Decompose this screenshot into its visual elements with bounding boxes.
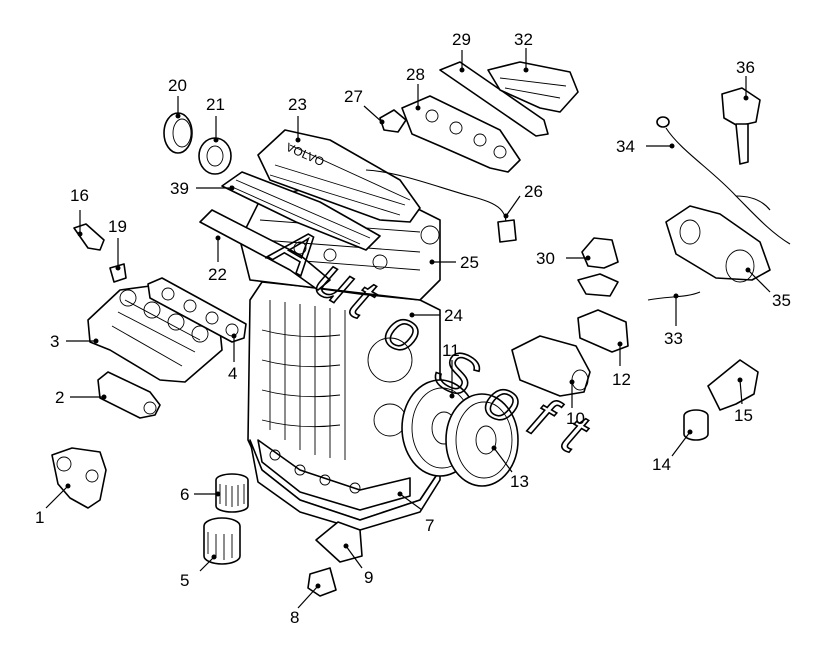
callout-22: 22: [208, 265, 227, 284]
callout-24: 24: [444, 306, 463, 325]
callout-8: 8: [290, 608, 299, 627]
callout-13: 13: [510, 472, 529, 491]
callout-9: 9: [364, 568, 373, 587]
callout-4: 4: [228, 364, 237, 383]
callout-23: 23: [288, 95, 307, 114]
engine-mount-15: [707, 359, 759, 411]
camshaft-cover: [221, 171, 381, 251]
pulley-21: [198, 137, 232, 175]
callout-33: 33: [664, 329, 683, 348]
callout-36: 36: [736, 58, 755, 77]
callout-numbers: 1 2 3 4 5 6 7 8 9 10 11 12 13 14 15 16 1…: [35, 30, 791, 627]
pulley-20: [163, 112, 193, 154]
air-pump: [665, 205, 771, 283]
valve-cover: VOLVO: [257, 129, 421, 223]
callout-19: 19: [108, 217, 127, 236]
intake-cover-strip: [199, 209, 331, 291]
callout-16: 16: [70, 186, 89, 205]
callout-12: 12: [612, 370, 631, 389]
mount-bracket-12: [577, 309, 629, 353]
callout-25: 25: [460, 253, 479, 272]
callout-2: 2: [55, 388, 64, 407]
intake-gasket: [147, 277, 247, 343]
callout-21: 21: [206, 95, 225, 114]
callout-1: 1: [35, 508, 44, 527]
clutch-disc: [445, 393, 519, 487]
callout-30: 30: [536, 249, 555, 268]
oil-filter-6: [215, 473, 249, 513]
callout-5: 5: [180, 571, 189, 590]
callout-20: 20: [168, 76, 187, 95]
engine-block: [247, 281, 441, 531]
intake-manifold: [87, 285, 223, 383]
callout-7: 7: [425, 516, 434, 535]
callout-28: 28: [406, 65, 425, 84]
callout-11: 11: [442, 341, 460, 360]
callout-6: 6: [180, 485, 189, 504]
plug-19: [109, 263, 127, 283]
throttle-body: [97, 371, 161, 419]
coolant-outlet-housing: [51, 447, 107, 509]
heat-shield-32: [487, 61, 579, 113]
leader-lines: [45, 48, 771, 609]
callout-34: 34: [616, 137, 635, 156]
callout-10: 10: [566, 409, 585, 428]
callout-35: 35: [772, 291, 791, 310]
callout-29: 29: [452, 30, 471, 49]
engine-mount-9: [315, 521, 363, 563]
callout-27: 27: [344, 87, 363, 106]
callout-3: 3: [50, 332, 59, 351]
exhaust-manifold: [401, 95, 521, 173]
ignition-coil: [721, 87, 761, 165]
dipstick-tube: [365, 169, 517, 243]
oil-filter-5: [203, 517, 241, 565]
callout-32: 32: [514, 30, 533, 49]
exhaust-gasket: [379, 109, 407, 133]
callout-26: 26: [524, 182, 543, 201]
sensor-16: [73, 223, 105, 251]
heat-shield-29: [439, 61, 549, 137]
callout-39: 39: [170, 179, 189, 198]
sensor-lead-34: [656, 116, 791, 245]
callout-15: 15: [734, 406, 753, 425]
mount-bracket-30: [577, 237, 619, 297]
callout-14: 14: [652, 455, 671, 474]
